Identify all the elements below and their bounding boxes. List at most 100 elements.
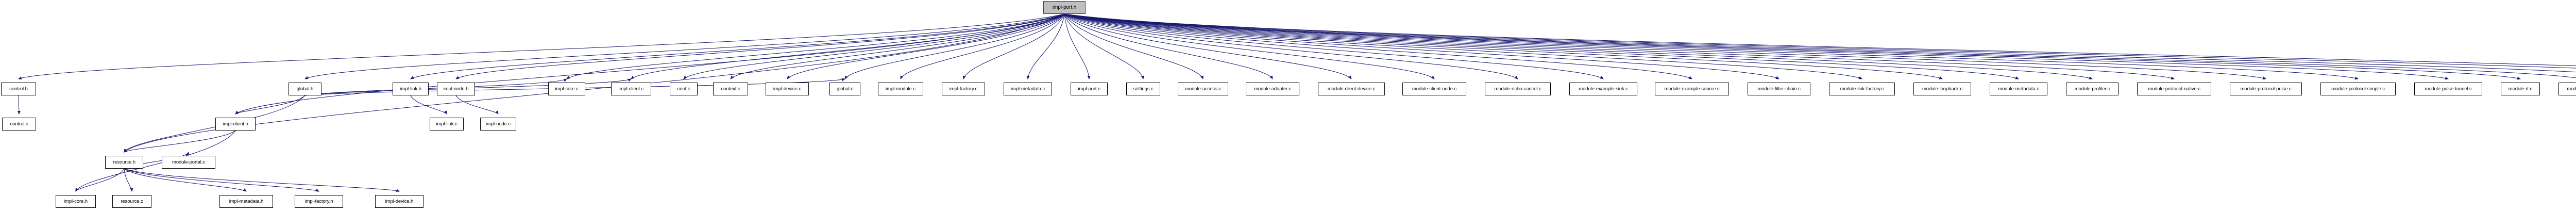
graph-node-label: conf.c bbox=[677, 86, 690, 92]
graph-node[interactable]: impl-metadata.h bbox=[219, 195, 273, 208]
graph-node[interactable]: impl-node.h bbox=[437, 83, 475, 95]
graph-node[interactable]: global.c bbox=[829, 83, 860, 95]
graph-edge bbox=[1064, 13, 2576, 67]
graph-edge bbox=[900, 13, 1065, 79]
graph-node-label: module-link-factory.c bbox=[1840, 86, 1884, 92]
graph-node[interactable]: module-adapter.c bbox=[1246, 83, 1299, 95]
graph-edge bbox=[124, 13, 1065, 153]
graph-edge bbox=[1064, 13, 2093, 79]
graph-edge bbox=[1064, 13, 1692, 79]
graph-edge bbox=[18, 13, 1065, 79]
graph-node[interactable]: module-loopback.c bbox=[1913, 83, 1971, 95]
graph-edge bbox=[1026, 13, 1065, 79]
graph-node-label: impl-core.h bbox=[64, 198, 88, 204]
graph-edge bbox=[304, 13, 1065, 79]
graph-node[interactable]: module-client-device.c bbox=[1318, 83, 1385, 95]
graph-node-label: global.h bbox=[296, 86, 314, 92]
graph-node-label: module-rt.c bbox=[2508, 86, 2533, 92]
graph-node-label: impl-device.c bbox=[773, 86, 802, 92]
graph-node[interactable]: module-pulse-tunnel.c bbox=[2414, 83, 2482, 95]
graph-node[interactable]: module-portal.c bbox=[162, 156, 215, 169]
graph-node-label: module-protocol-pulse.c bbox=[2240, 86, 2292, 92]
graph-node-label: module-metadata.c bbox=[1998, 86, 2039, 92]
graph-node-label: resource.c bbox=[121, 198, 143, 204]
graph-node[interactable]: control.c bbox=[2, 118, 36, 131]
graph-edge bbox=[1064, 13, 1943, 79]
graph-node[interactable]: module-profiler.c bbox=[2066, 83, 2119, 95]
graph-node-label: impl-core.c bbox=[555, 86, 579, 92]
graph-node-label: impl-port.h bbox=[1052, 4, 1077, 10]
graph-node[interactable]: module-example-source.c bbox=[1655, 83, 1729, 95]
graph-node[interactable]: impl-device.h bbox=[375, 195, 423, 208]
graph-node-label: module-adapter.c bbox=[1254, 86, 1291, 92]
graph-node[interactable]: module-echo-cancel.c bbox=[1485, 83, 1551, 95]
graph-edge bbox=[1064, 13, 2175, 79]
graph-edge bbox=[631, 13, 1065, 79]
graph-edge bbox=[124, 130, 236, 153]
graph-node-label: impl-port.c bbox=[1078, 86, 1100, 92]
graph-node[interactable]: module-example-sink.c bbox=[1569, 83, 1637, 95]
graph-node[interactable]: impl-port.c bbox=[1071, 83, 1108, 95]
graph-edge bbox=[787, 13, 1065, 79]
graph-node[interactable]: impl-link.h bbox=[393, 83, 429, 95]
graph-node[interactable]: module-metadata.c bbox=[1990, 83, 2047, 95]
graph-node[interactable]: module-link-factory.c bbox=[1829, 83, 1895, 95]
graph-node[interactable]: control.h bbox=[1, 83, 36, 95]
graph-node[interactable]: module-protocol-simple.c bbox=[2320, 83, 2396, 95]
graph-node[interactable]: impl-node.c bbox=[480, 118, 516, 131]
graph-edge bbox=[1064, 13, 2576, 78]
graph-edge bbox=[124, 168, 247, 192]
graph-edge bbox=[1064, 13, 1144, 79]
graph-edge bbox=[962, 13, 1065, 79]
graph-node[interactable]: module-filter-chain.c bbox=[1748, 83, 1810, 95]
graph-node[interactable]: global.h bbox=[289, 83, 321, 95]
graph-edge bbox=[455, 95, 499, 115]
graph-node-label: module-pulse-tunnel.c bbox=[2425, 86, 2472, 92]
graph-node[interactable]: impl-core.c bbox=[548, 83, 585, 95]
graph-node-label: settings.c bbox=[1133, 86, 1154, 92]
graph-node[interactable]: resource.c bbox=[112, 195, 151, 208]
graph-edge bbox=[1064, 13, 1604, 79]
graph-edge bbox=[1064, 13, 2449, 80]
graph-node[interactable]: module-protocol-native.c bbox=[2137, 83, 2211, 95]
graph-node[interactable]: context.c bbox=[713, 83, 748, 95]
graph-node[interactable]: impl-link.c bbox=[430, 118, 464, 131]
graph-edge bbox=[1064, 13, 2359, 80]
graph-node[interactable]: impl-client.h bbox=[215, 118, 256, 131]
graph-edge bbox=[124, 168, 133, 192]
graph-edge bbox=[1064, 13, 2576, 73]
graph-node[interactable]: module-protocol-pulse.c bbox=[2230, 83, 2302, 95]
graph-node-label: impl-factory.c bbox=[949, 86, 978, 92]
graph-node[interactable]: module-rtkit.c bbox=[2558, 83, 2576, 95]
graph-node-label: impl-link.c bbox=[436, 121, 457, 127]
graph-node[interactable]: impl-factory.c bbox=[942, 83, 985, 95]
graph-node-label: impl-factory.h bbox=[304, 198, 333, 204]
graph-node[interactable]: impl-core.h bbox=[56, 195, 96, 208]
graph-node[interactable]: resource.h bbox=[105, 156, 143, 169]
graph-node[interactable]: impl-factory.h bbox=[295, 195, 343, 208]
graph-node[interactable]: conf.c bbox=[670, 83, 698, 95]
graph-node-label: impl-client.h bbox=[223, 121, 248, 127]
graph-node[interactable]: module-client-node.c bbox=[1402, 83, 1466, 95]
graph-edge bbox=[410, 13, 1065, 79]
graph-node[interactable]: impl-device.c bbox=[766, 83, 809, 95]
graph-node[interactable]: module-rt.c bbox=[2501, 83, 2540, 95]
graph-node[interactable]: module-access.c bbox=[1178, 83, 1228, 95]
graph-node-label: module-filter-chain.c bbox=[1757, 86, 1801, 92]
graph-node-label: module-example-source.c bbox=[1664, 86, 1720, 92]
graph-edge bbox=[75, 168, 125, 192]
graph-node-label: global.c bbox=[837, 86, 853, 92]
graph-node[interactable]: impl-metadata.c bbox=[1004, 83, 1052, 95]
graph-node-label: module-portal.c bbox=[172, 159, 205, 165]
graph-edge bbox=[1064, 13, 1862, 79]
graph-node[interactable]: impl-client.c bbox=[611, 83, 651, 95]
graph-node-label: impl-metadata.h bbox=[229, 198, 264, 204]
graph-node-label: impl-link.h bbox=[400, 86, 421, 92]
graph-edge bbox=[566, 13, 1065, 79]
graph-node[interactable]: impl-module.c bbox=[878, 83, 923, 95]
graph-edge bbox=[235, 95, 306, 115]
graph-node-label: module-echo-cancel.c bbox=[1494, 86, 1541, 92]
graph-node-root[interactable]: impl-port.h bbox=[1043, 1, 1086, 14]
graph-node[interactable]: settings.c bbox=[1126, 83, 1160, 95]
